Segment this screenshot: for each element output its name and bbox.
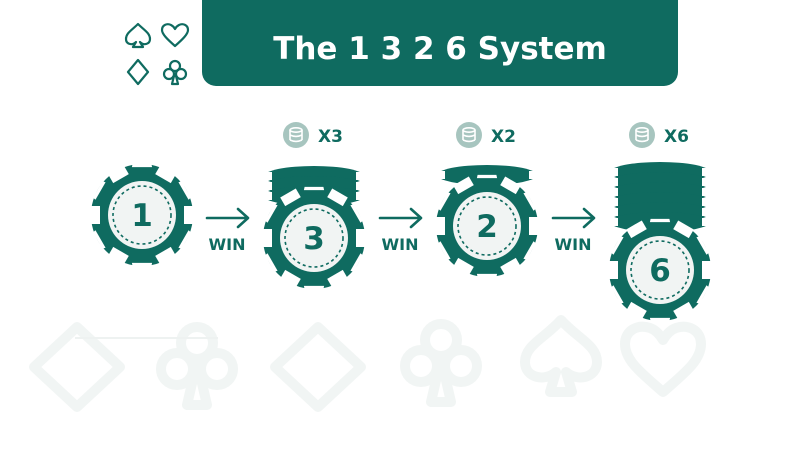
chip-value: 6 (649, 253, 671, 289)
win-label: WIN (555, 235, 592, 254)
win-arrow-3: WIN (551, 207, 596, 254)
win-label: WIN (382, 235, 419, 254)
chip-step-2: 3 (261, 166, 367, 290)
chip-step-3: 2 (434, 165, 540, 278)
multiplier-badge-x3: X3 (282, 121, 343, 149)
chip-value: 3 (303, 221, 325, 257)
win-arrow-2: WIN (378, 207, 423, 254)
spade-icon (520, 315, 602, 397)
page-title: The 1 3 2 6 System (273, 31, 607, 67)
spade-icon (124, 22, 152, 49)
coin-stack-icon (455, 121, 483, 149)
multiplier-badge-x2: X2 (455, 121, 516, 149)
heart-icon (160, 23, 190, 48)
title-banner: The 1 3 2 6 System (202, 0, 678, 86)
chip-step-1: 1 (89, 163, 195, 267)
chip-value: 2 (476, 209, 498, 245)
diamond-icon (29, 322, 125, 412)
win-arrow-1: WIN (205, 207, 250, 254)
club-icon (162, 59, 188, 86)
coin-stack-icon (628, 121, 656, 149)
arrow-right-icon (205, 207, 250, 229)
diamond-icon (270, 322, 366, 412)
win-label: WIN (209, 235, 246, 254)
multiplier-label: X2 (491, 127, 516, 147)
multiplier-label: X3 (318, 127, 343, 147)
multiplier-label: X6 (664, 127, 689, 147)
coin-stack-icon (282, 121, 310, 149)
diamond-icon (126, 58, 150, 86)
club-icon (156, 322, 238, 410)
watermark-suits (29, 315, 706, 412)
arrow-right-icon (551, 207, 596, 229)
arrow-right-icon (378, 207, 423, 229)
chip-step-4: 6 (607, 162, 713, 322)
multiplier-badge-x6: X6 (628, 121, 689, 149)
heart-icon (620, 321, 706, 397)
club-icon (400, 319, 482, 407)
chip-value: 1 (131, 198, 153, 234)
